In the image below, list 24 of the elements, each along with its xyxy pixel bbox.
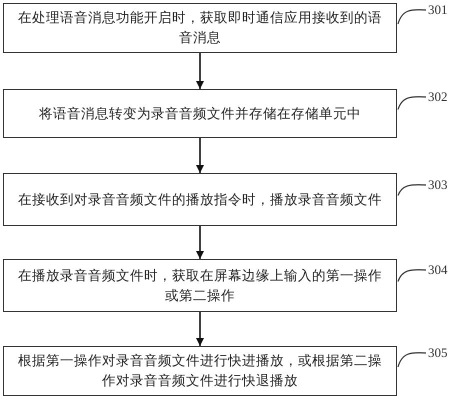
leader-line bbox=[397, 352, 426, 368]
step-text: 在处理语音消息功能开启时，获取即时通信应用接收到的语音消息 bbox=[17, 9, 383, 48]
step-text: 根据第一操作对录音音频文件进行快进播放，或根据第二操作对录音音频文件进行快退播放 bbox=[17, 352, 383, 391]
process-box bbox=[3, 346, 397, 396]
process-box bbox=[3, 259, 397, 312]
step-number: 302 bbox=[428, 89, 448, 105]
step-number: 301 bbox=[428, 2, 448, 18]
step-text: 在播放录音音频文件时，获取在屏幕边缘上输入的第一操作或第二操作 bbox=[17, 266, 383, 306]
step-number: 304 bbox=[428, 262, 448, 278]
leader-line bbox=[397, 96, 426, 110]
process-box bbox=[3, 173, 397, 226]
step-text: 在接收到对录音音频文件的播放指令时，播放录音音频文件 bbox=[18, 190, 382, 210]
step-number: 305 bbox=[428, 345, 448, 361]
arrow bbox=[196, 226, 204, 259]
process-box bbox=[3, 89, 397, 138]
process-box bbox=[3, 3, 397, 53]
step-text: 将语音消息转变为录音音频文件并存储在存储单元中 bbox=[39, 104, 361, 124]
arrow bbox=[196, 312, 204, 346]
leader-line bbox=[397, 184, 426, 196]
leader-line bbox=[397, 9, 426, 24]
leader-line bbox=[397, 269, 426, 282]
step-number: 303 bbox=[428, 177, 448, 193]
arrow bbox=[196, 53, 204, 89]
arrow bbox=[196, 138, 204, 173]
